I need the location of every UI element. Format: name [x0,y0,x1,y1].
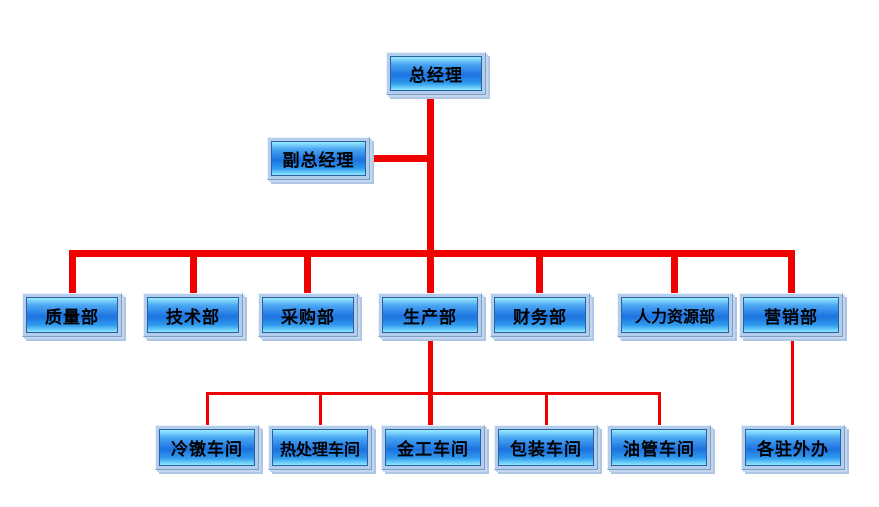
org-node-marketing-dept: 营销部 [739,293,843,337]
connector-drop-field-offices [791,338,794,425]
connector-drop-hr [671,250,678,293]
connector-drop-quality [69,250,76,293]
org-node-deputy-general-manager: 副总经理 [267,137,370,180]
org-node-label: 包装车间 [498,429,594,466]
connector-trunk-vertical [427,95,434,293]
connector-deputy-horizontal [370,155,434,162]
org-node-heat-treatment-workshop: 热处理车间 [268,425,372,470]
connector-drop-finance [536,250,543,293]
org-node-label: 财务部 [494,297,586,333]
org-node-field-offices: 各驻外办 [741,425,845,470]
connector-production-stem [428,337,433,425]
connector-workshops-horizontal [206,392,661,395]
org-node-label: 质量部 [26,297,118,333]
org-node-packaging-workshop: 包装车间 [494,425,598,470]
org-node-label: 冷镦车间 [159,429,255,466]
connector-drop-marketing [788,250,795,293]
org-node-label: 金工车间 [385,429,481,466]
connector-drop-cold-heading [206,392,209,425]
org-node-hr-dept: 人力资源部 [617,293,733,337]
org-node-label: 油管车间 [611,429,707,466]
org-node-label: 生产部 [382,297,478,333]
connector-drop-technology [190,250,197,293]
org-node-label: 总经理 [390,56,482,91]
org-node-quality-dept: 质量部 [22,293,122,337]
org-node-label: 热处理车间 [272,429,368,466]
org-node-purchasing-dept: 采购部 [258,293,358,337]
org-node-label: 技术部 [147,297,239,333]
org-node-production-dept: 生产部 [378,293,482,337]
org-node-finance-dept: 财务部 [490,293,590,337]
connector-drop-purchasing [304,250,311,293]
org-node-label: 采购部 [262,297,354,333]
org-node-metalwork-workshop: 金工车间 [381,425,485,470]
connector-drop-packaging [545,392,548,425]
org-node-oil-pipe-workshop: 油管车间 [607,425,711,470]
connector-drop-heat-treatment [319,392,322,425]
org-node-label: 副总经理 [271,141,366,176]
connector-drop-oil-pipe [658,392,661,425]
org-node-label: 各驻外办 [745,429,841,466]
org-node-technology-dept: 技术部 [143,293,243,337]
org-node-general-manager: 总经理 [386,52,486,95]
org-node-label: 人力资源部 [621,297,729,333]
connector-departments-horizontal [69,250,795,257]
org-node-cold-heading-workshop: 冷镦车间 [155,425,259,470]
org-node-label: 营销部 [743,297,839,333]
